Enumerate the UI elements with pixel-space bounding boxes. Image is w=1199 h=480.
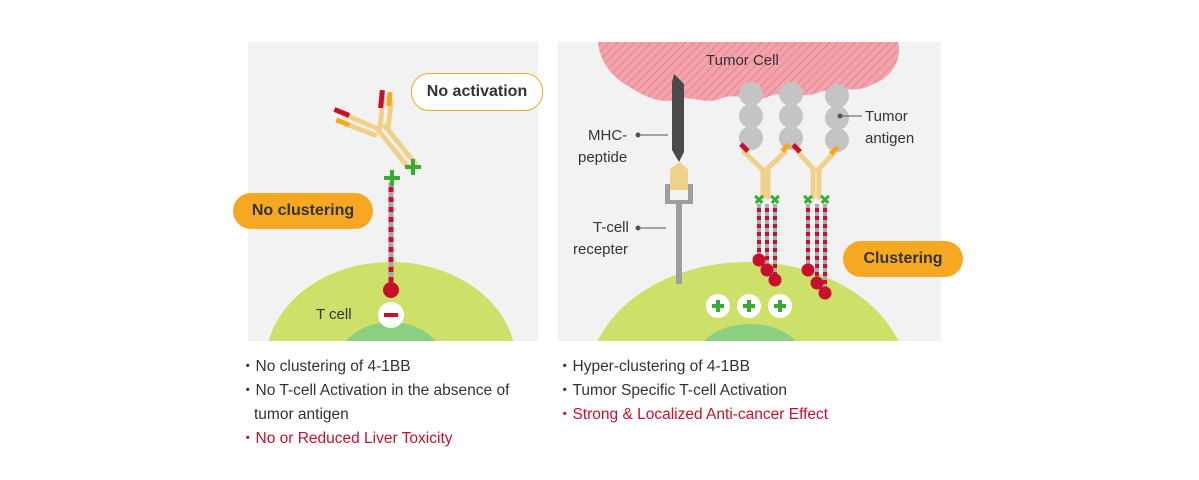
antibody-icon: [741, 149, 836, 200]
right-bullet-3: ・Strong & Localized Anti-cancer Effect: [557, 406, 829, 423]
leader-lines: [635, 113, 862, 231]
receptor-bulbs: [752, 253, 832, 300]
tumor-antigen-label-line2: antigen: [865, 130, 915, 147]
antibody-tips: [739, 142, 840, 156]
minus-bar: [384, 313, 398, 317]
mhc-icon: [672, 74, 684, 162]
right-bullet-2: ・Tumor Specific T-cell Activation: [557, 382, 787, 399]
receptor-stems: [757, 204, 827, 290]
right-bullet-list: ・Hyper-clustering of 4-1BB ・Tumor Specif…: [557, 355, 877, 427]
left-diagram: [268, 89, 514, 341]
tcr-label-line1: T-cell: [593, 219, 629, 236]
t-cell-nucleus: [704, 324, 796, 341]
tcr-label-line2: recepter: [573, 241, 629, 258]
right-diagram: [597, 42, 899, 341]
t-cell-nucleus: [346, 322, 436, 341]
right-bullet-1: ・Hyper-clustering of 4-1BB: [557, 358, 750, 375]
right-panel: Tumor Cell Tumor antigen MHC- peptide T-…: [558, 42, 941, 341]
t-cell-body: [268, 262, 514, 341]
t-cell-label: T cell: [316, 306, 352, 323]
receptor-bulb: [383, 282, 399, 298]
peptide-icon: [670, 162, 688, 190]
left-bullet-2: ・No T-cell Activation in the absence of …: [240, 382, 510, 423]
no-clustering-badge: No clustering: [233, 193, 373, 229]
tumor-antigen-icon: [739, 82, 849, 152]
tumor-antigen-label-line1: Tumor: [865, 108, 908, 125]
plus-marker-icon: [754, 194, 830, 204]
plus-marker-icon: [384, 159, 421, 186]
no-activation-badge: No activation: [411, 73, 543, 111]
clustering-badge: Clustering: [843, 241, 963, 277]
left-bullet-list: ・No clustering of 4-1BB ・No T-cell Activ…: [240, 355, 540, 451]
t-cell-receptor-icon: [665, 184, 693, 284]
plus-badge-icon: [706, 294, 792, 318]
left-bullet-1: ・No clustering of 4-1BB: [240, 358, 411, 375]
mhc-peptide-label-line2: peptide: [578, 149, 628, 166]
tumor-cell-label: Tumor Cell: [706, 52, 779, 69]
mhc-peptide-label-line1: MHC-: [588, 127, 628, 144]
antibody-icon: [333, 89, 418, 170]
left-bullet-3: ・No or Reduced Liver Toxicity: [240, 430, 453, 447]
